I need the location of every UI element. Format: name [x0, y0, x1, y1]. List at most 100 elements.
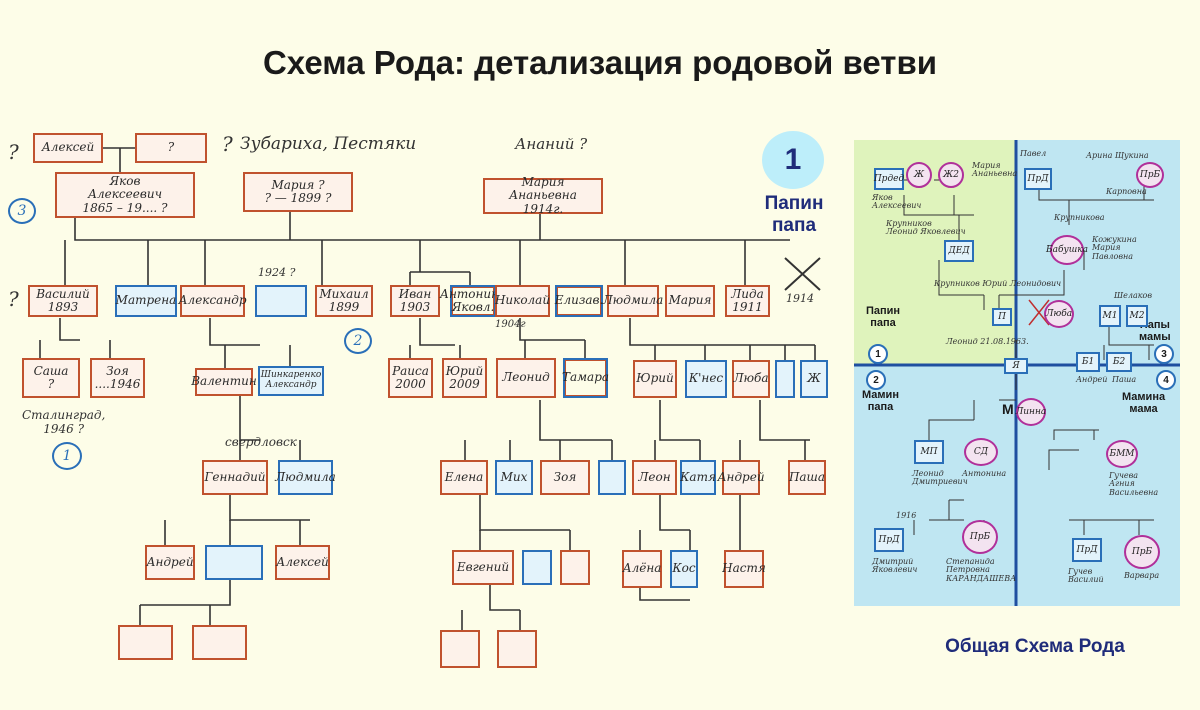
scheme-box-prd-3: ПрД: [1072, 538, 1102, 562]
scheme-box-b2: Б2: [1106, 352, 1132, 372]
note-zubariha: Зубариха, Пестяки: [240, 134, 417, 154]
person-leonid: Леонид: [496, 358, 556, 398]
scheme-circle-lina: Линна: [1016, 398, 1046, 426]
scheme-note: Дмитрий Яковлевич: [872, 557, 918, 575]
scheme-circle-sd: СД: [964, 438, 998, 466]
label-papy-mamy: Папы мамы: [1139, 319, 1171, 343]
person-matrena: Матрена: [115, 285, 177, 317]
scheme-letter-m: М: [1002, 401, 1014, 417]
scheme-note: Гучева Агния Васильевна: [1109, 471, 1159, 497]
label-papin-papa: Папин папа: [866, 305, 901, 329]
person-nastya: Настя: [722, 550, 766, 588]
person-andrey-2: Андрей: [717, 460, 765, 495]
person-antonina: Антонина Яковл.: [440, 285, 506, 317]
page-title: Схема Рода: детализация родовой ветви: [262, 44, 938, 81]
person-leon: Леон: [632, 460, 677, 495]
quadrant-number: 4: [1156, 370, 1176, 390]
person-elizav: Елизав.: [555, 285, 603, 317]
scheme-box-praded: Прдед: [874, 168, 904, 190]
scheme-note: Кожукина Мария Павловна: [1092, 235, 1137, 261]
person-katya: Катя: [680, 460, 716, 495]
circle-number: 3: [8, 198, 36, 224]
circle-number: 2: [344, 328, 372, 354]
scheme-note: Степанида Петровна КАРАНДАШЕВА: [946, 557, 1017, 583]
scheme-box-mp: МП: [914, 440, 944, 464]
scheme-box-m2: М2: [1126, 305, 1148, 327]
person-sasha: Саша ?: [22, 358, 80, 398]
note-1904: 1904г: [495, 319, 526, 330]
scheme-circle-prb-2: ПрБ: [962, 520, 998, 554]
person-lyuba: Люба: [732, 360, 770, 398]
circle-number: 1: [52, 442, 82, 470]
person-zh: Ж: [800, 360, 828, 398]
label-mamin-papa: Мамин папа: [862, 389, 899, 413]
person-empty-a: [775, 360, 795, 398]
person-zoya-2: Зоя: [540, 460, 590, 495]
label-mamina-mama: Мамина мама: [1122, 391, 1166, 415]
note-stalingrad: Сталинград, 1946 ?: [22, 408, 106, 436]
person-empty-c: [205, 545, 263, 580]
question-mark: ?: [222, 132, 233, 156]
note-ananiy: Ананий ?: [515, 135, 588, 153]
scheme-note: Антонина: [962, 469, 1007, 478]
scheme-note: Крупников Леонид Яковлевич: [886, 219, 966, 237]
scheme-circle-zh2: Ж2: [938, 162, 964, 188]
scheme-note: Гучев Василий: [1068, 567, 1104, 585]
person-empty-i: [497, 630, 537, 668]
quadrant-number: 3: [1154, 344, 1174, 364]
scheme-note: Крупников Юрий Леонидович: [934, 279, 1062, 288]
person-lyudmila-2: Людмила: [275, 460, 336, 495]
scheme-circle-zh: Ж: [906, 162, 932, 188]
note-1914: 1914: [786, 292, 814, 305]
person-gennadiy: Геннадий: [202, 460, 268, 495]
person-empty-g: [192, 625, 247, 660]
person-raisa: Раиса 2000: [388, 358, 433, 398]
scheme-box-ya: Я: [1004, 358, 1028, 374]
note-sverdlovsk: свердловск: [225, 435, 297, 449]
person-ivan: Иван 1903: [390, 285, 440, 317]
person-empty-b: [598, 460, 626, 495]
person-aleksandr: Александр: [178, 285, 247, 317]
person-empty-h: [440, 630, 480, 668]
person-empty-e: [560, 550, 590, 585]
scheme-note: Арина Щукина: [1086, 151, 1149, 160]
person-empty-d: [522, 550, 552, 585]
general-scheme-image: Папин папа Папы мамы Мамин папа Мамина м…: [854, 140, 1180, 606]
scheme-note: Леонид 21.08.1963.: [946, 337, 1029, 346]
scheme-note: Паша: [1112, 375, 1137, 384]
scheme-box-b1: Б1: [1076, 352, 1100, 372]
question-mark: ?: [8, 140, 19, 164]
person-lyudmila-1: Людмила: [603, 285, 663, 317]
person-unknown-top: ?: [135, 133, 207, 163]
person-alena: Алёна: [622, 550, 662, 588]
person-empty-f: [118, 625, 173, 660]
scheme-box-ded: ДЕД: [944, 240, 974, 262]
scheme-note: Андрей: [1076, 375, 1108, 384]
scheme-note: Варвара: [1124, 571, 1160, 580]
person-knes: К'нес: [685, 360, 727, 398]
person-andrey: Андрей: [145, 545, 195, 580]
scheme-note: Яков Алексеевич: [872, 193, 922, 211]
section-label: Папин папа: [764, 193, 824, 236]
scheme-note: Леонид Дмитриевич: [912, 469, 968, 487]
person-mihail: Михаил 1899: [315, 285, 373, 317]
scheme-circle-prb-3: ПрБ: [1124, 535, 1160, 569]
person-zoya: Зоя ....1946: [90, 358, 145, 398]
person-lida: Лида 1911: [725, 285, 770, 317]
person-yakov: Яков Алексеевич 1865 – 19.... ?: [55, 172, 195, 218]
scheme-circle-prb: ПрБ: [1136, 162, 1164, 188]
quadrant-number: 2: [866, 370, 886, 390]
person-empty-1924: [255, 285, 307, 317]
scheme-circle-bmm: БММ: [1106, 440, 1138, 468]
person-evgeniy: Евгений: [452, 550, 514, 585]
scheme-caption: Общая Схема Рода: [945, 636, 1125, 657]
scheme-circle-lyuba: Люба: [1044, 300, 1074, 328]
scheme-note: Крупникова: [1054, 213, 1105, 222]
scheme-box-m1: М1: [1099, 305, 1121, 327]
person-valentin: Валентин: [191, 368, 257, 396]
person-mariya-ananevna: Мария Ананьевна 1914г.: [483, 176, 603, 215]
person-aleksey: Алексей: [275, 545, 330, 580]
person-mariya-2: Мария: [665, 285, 715, 317]
scheme-box-p: П: [992, 308, 1012, 326]
person-nikolay: Николай: [495, 285, 550, 317]
